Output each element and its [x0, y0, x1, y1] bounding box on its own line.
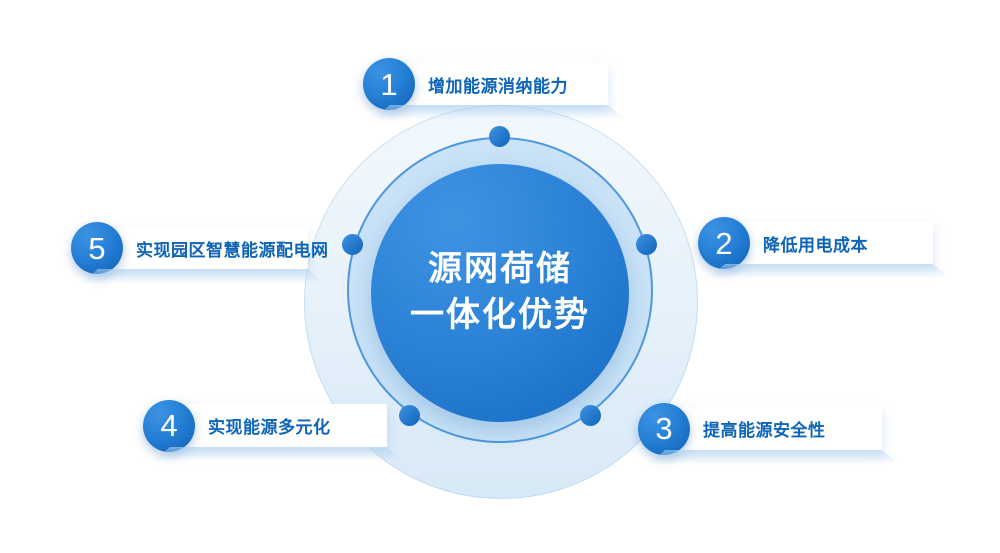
item-number-2: 2 [715, 225, 733, 261]
item-number-5: 5 [88, 230, 106, 266]
item-label-2: 降低用电成本 [763, 235, 868, 255]
core-title: 源网荷储 一体化优势 [410, 247, 590, 338]
item-label-5: 实现园区智慧能源配电网 [136, 240, 329, 260]
advantage-card-3: 3 提高能源安全性 [638, 402, 882, 455]
item-number-badge-1: 1 [363, 58, 415, 110]
advantage-card-1: 1 增加能源消纳能力 [363, 58, 608, 110]
item-number-1: 1 [380, 66, 398, 102]
advantage-card-2: 2 降低用电成本 [698, 217, 933, 269]
advantage-card-4: 4 实现能源多元化 [143, 399, 387, 452]
core-circle: 源网荷储 一体化优势 [371, 164, 629, 422]
item-label-4: 实现能源多元化 [208, 418, 331, 437]
item-label-3: 提高能源安全性 [703, 421, 826, 440]
item-number-badge-4: 4 [143, 399, 195, 452]
core-title-line2: 一体化优势 [410, 296, 590, 334]
item-number-3: 3 [655, 411, 673, 446]
advantage-card-5: 5 实现园区智慧能源配电网 [71, 222, 328, 274]
item-label-1: 增加能源消纳能力 [428, 76, 568, 96]
orbit-dot-right [636, 234, 657, 255]
item-number-badge-5: 5 [71, 222, 123, 274]
orbit-dot-left [342, 234, 363, 255]
orbit-dot-bottom-left [399, 405, 420, 426]
item-number-4: 4 [160, 408, 178, 443]
item-number-badge-3: 3 [638, 402, 690, 455]
orbit-dot-bottom-right [580, 405, 601, 426]
item-number-badge-2: 2 [698, 217, 750, 269]
core-title-line1: 源网荷储 [428, 250, 572, 289]
orbit-dot-top [489, 126, 510, 147]
